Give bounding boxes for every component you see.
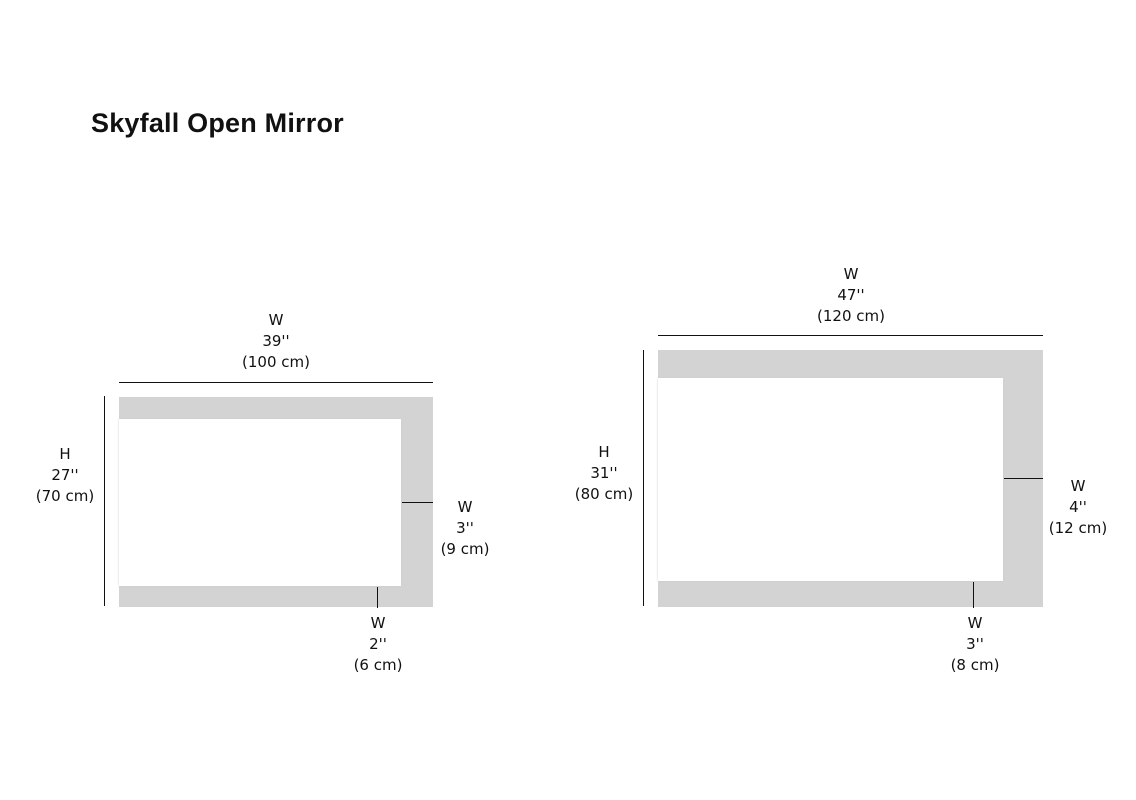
- large-bottom-border-line: [973, 582, 974, 608]
- dim-letter: H: [598, 443, 610, 461]
- large-width-label: W 47'' (120 cm): [817, 264, 885, 327]
- dim-cm: (80 cm): [574, 485, 634, 503]
- large-mirror-glass: [658, 378, 1003, 581]
- small-bottom-border-line: [377, 587, 378, 608]
- dim-inches: 4'': [1069, 498, 1087, 516]
- small-width-dimension-line: [119, 382, 433, 383]
- dim-cm: (120 cm): [817, 307, 885, 325]
- small-bottom-border-label: W 2'' (6 cm): [354, 613, 403, 676]
- large-bottom-border-label: W 3'' (8 cm): [951, 613, 1000, 676]
- dim-letter: H: [59, 445, 71, 463]
- dim-letter: W: [268, 311, 284, 329]
- dim-inches: 47'': [837, 286, 865, 304]
- dim-letter: W: [1070, 477, 1086, 495]
- small-side-border-line: [402, 502, 433, 503]
- dim-cm: (8 cm): [950, 656, 1000, 674]
- dim-inches: 2'': [369, 635, 387, 653]
- dim-inches: 3'': [966, 635, 984, 653]
- dim-inches: 31'': [590, 464, 618, 482]
- small-width-label: W 39'' (100 cm): [242, 310, 310, 373]
- dim-letter: W: [370, 614, 386, 632]
- large-width-dimension-line: [658, 335, 1043, 336]
- small-height-dimension-line: [104, 396, 105, 606]
- dim-inches: 39'': [262, 332, 290, 350]
- dim-inches: 27'': [51, 466, 79, 484]
- large-side-border-label: W 4'' (12 cm): [1049, 476, 1107, 539]
- dim-inches: 3'': [456, 519, 474, 537]
- dim-letter: W: [457, 498, 473, 516]
- dim-letter: W: [843, 265, 859, 283]
- page-title: Skyfall Open Mirror: [91, 108, 344, 138]
- dim-cm: (12 cm): [1048, 519, 1108, 537]
- small-side-border-label: W 3'' (9 cm): [441, 497, 490, 560]
- large-side-border-line: [1004, 478, 1043, 479]
- large-height-label: H 31'' (80 cm): [575, 442, 633, 505]
- dim-cm: (9 cm): [440, 540, 490, 558]
- small-mirror-glass: [119, 419, 401, 586]
- dim-cm: (6 cm): [353, 656, 403, 674]
- dim-letter: W: [967, 614, 983, 632]
- large-height-dimension-line: [643, 350, 644, 606]
- dim-cm: (70 cm): [35, 487, 95, 505]
- dim-cm: (100 cm): [242, 353, 310, 371]
- small-height-label: H 27'' (70 cm): [36, 444, 94, 507]
